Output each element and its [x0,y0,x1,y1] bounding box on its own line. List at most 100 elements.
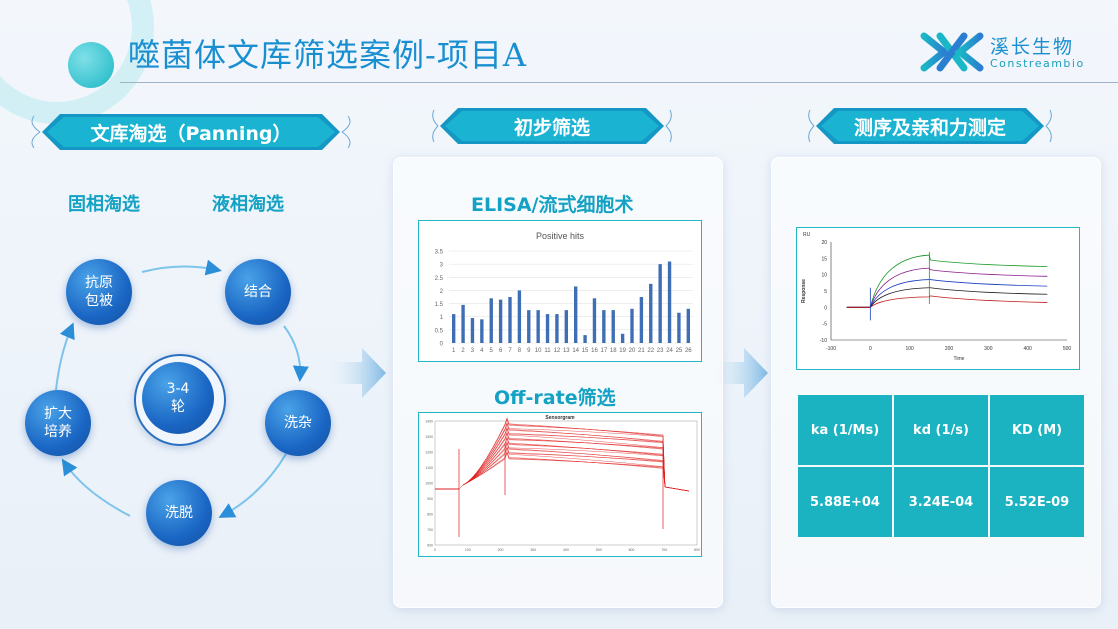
y-axis-label: Response [801,279,807,303]
banner-screening-label: 初步筛选 [513,116,590,139]
y-tick-label: 0 [824,305,827,311]
table-row: ka (1/Ms) kd (1/s) KD (M) [798,395,1084,465]
bar [602,310,606,343]
chart-title: Positive hits [536,231,585,241]
value-ka: 5.88E+04 [798,467,892,537]
sensorgram-curve [435,422,690,492]
x-tick-label: 26 [685,348,692,354]
step-washing: 洗杂 [265,390,331,456]
y-tick-label: 1.5 [435,302,444,308]
x-tick-label: 0 [434,548,436,552]
bar [611,310,615,343]
y-tick-label: 3.5 [435,250,444,256]
x-tick-label: -100 [826,346,836,352]
logo-name-en: Constreambio [990,57,1085,70]
sensorgram-curve [435,452,690,492]
arrow-right-icon-2 [708,348,768,398]
logo-name-cn: 溪长生物 [990,36,1075,58]
bar [677,312,681,343]
step-binding: 结合 [225,259,291,325]
sensorgram-curve [435,447,690,492]
sensorgram-curve [435,433,690,492]
bar [658,264,662,343]
x-tick-label: 7 [508,348,512,354]
sensorgram-svg: Sensorgram140013001200110010009008007006… [425,415,700,552]
x-tick-label: 100 [465,548,471,552]
y-unit-label: RU [803,232,811,238]
x-tick-label: 13 [563,348,570,354]
bar [545,314,550,343]
bar [498,299,503,343]
bar [527,310,531,343]
y-tick-label: 600 [427,544,433,548]
chart-title: Sensorgram [545,415,575,421]
y-tick-label: 700 [427,528,433,532]
x-tick-label: 500 [1063,346,1072,352]
x-tick-label: 12 [554,348,561,354]
x-tick-label: 10 [535,348,542,354]
table-row: 5.88E+04 3.24E-04 5.52E-09 [798,467,1084,537]
x-tick-label: 20 [629,348,636,354]
x-tick-label: 18 [610,348,617,354]
y-tick-label: 900 [427,497,433,501]
x-tick-label: 8 [518,348,522,354]
banner-affinity-label: 测序及亲和力测定 [853,116,1006,139]
bar [489,298,493,343]
x-tick-label: 14 [572,348,579,354]
x-tick-label: 21 [638,348,645,354]
y-tick-label: 1 [440,315,444,321]
banner-panning-label: 文库淘选（Panning） [90,122,292,145]
x-tick-label: 0 [869,346,872,352]
bar [508,297,512,343]
x-tick-label: 16 [591,348,598,354]
x-tick-label: 3 [471,348,475,354]
y-tick-label: 10 [821,273,827,279]
x-tick-label: 9 [527,348,531,354]
bar [574,286,578,343]
x-tick-label: 2 [461,348,465,354]
banner-screening: 初步筛选 [428,108,676,144]
x-tick-label: 400 [563,548,569,552]
x-tick-label: 400 [1023,346,1032,352]
y-tick-label: 800 [427,513,433,517]
value-kd: 3.24E-04 [894,467,988,537]
y-tick-label: 1400 [425,420,433,424]
binding-curve [846,267,1048,308]
y-tick-label: 20 [821,240,827,246]
liquid-phase-label: 液相淘选 [212,194,284,215]
solid-phase-label: 固相淘选 [68,194,140,215]
bar [583,335,587,343]
y-tick-label: 1200 [425,451,433,455]
x-tick-label: 23 [657,348,664,354]
bar [639,297,644,343]
company-logo: 溪长生物 Constreambio [920,30,1090,75]
sensorgram-curve [435,431,690,492]
y-tick-label: 2 [440,289,444,295]
sensorgram-curve [435,446,690,492]
bar [452,314,456,343]
bar [592,298,597,343]
bar [517,290,522,343]
y-tick-label: 15 [821,256,827,262]
sensorgram-curve [435,436,690,492]
y-tick-label: 2.5 [435,276,444,282]
step-amplification: 扩大 培养 [25,390,91,456]
x-tick-label: 1 [452,348,456,354]
binding-curve [846,287,1048,308]
offrate-title: Off-rate筛选 [494,387,616,409]
bar [564,310,568,343]
binding-curve [846,279,1048,308]
x-tick-label: 300 [984,346,993,352]
x-tick-label: 300 [530,548,536,552]
y-tick-label: -10 [820,338,827,344]
x-tick-label: 25 [676,348,683,354]
x-tick-label: 500 [596,548,602,552]
sensorgram-curve [435,450,690,492]
elisa-title: ELISA/流式细胞术 [471,194,634,216]
cycle-arrows [55,259,309,518]
x-tick-label: 600 [629,548,635,552]
